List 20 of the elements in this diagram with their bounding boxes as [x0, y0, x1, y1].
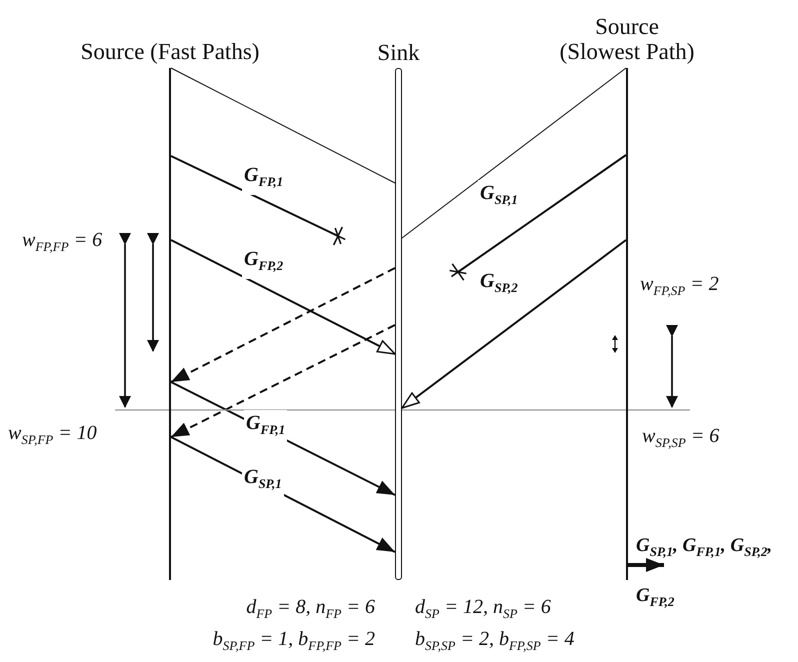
parameter-label: w$_{FP,FP}$ = 6	[22, 228, 102, 256]
dashed-arrow	[170, 267, 396, 383]
parameter-label: b$_{SP,SP}$ = 2, b$_{FP,SP}$ = 4	[415, 627, 574, 655]
lifeline-heading: Sink	[376, 40, 421, 65]
connector-line	[170, 68, 396, 184]
edge-label: G$_{SP,1}$, G$_{FP,1}$, G$_{SP,2}$, G$_{FP,2}$	[635, 534, 774, 611]
arrow	[170, 239, 396, 355]
arrow	[401, 239, 627, 409]
edge-label: G$_{FP,1}$	[244, 410, 288, 443]
lifeline-heading: Source (Slowest Path)	[558, 14, 696, 64]
arrow	[628, 558, 664, 572]
parameter-label: d$_{SP}$ = 12, n$_{SP}$ = 6	[415, 595, 551, 623]
connector-line	[402, 68, 626, 238]
lifeline-heading: Source (Fast Paths)	[80, 39, 260, 64]
parameter-label: b$_{SP,FP}$ = 1, b$_{FP,FP}$ = 2	[212, 627, 375, 655]
parameter-label: d$_{FP}$ = 8, n$_{FP}$ = 6	[246, 595, 375, 623]
parameter-label: w$_{FP,SP}$ = 2	[640, 272, 719, 300]
dashed-arrow	[170, 324, 396, 438]
parameter-label: w$_{SP,SP}$ = 6	[642, 424, 720, 452]
parameter-label: w$_{SP,FP}$ = 10	[8, 421, 97, 449]
